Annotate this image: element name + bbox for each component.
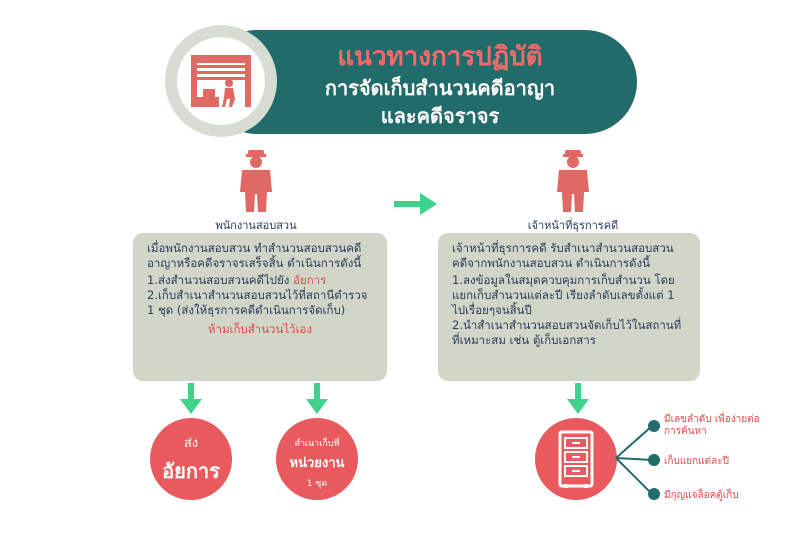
connector-dot: [648, 488, 660, 500]
clerk-figure-icon: [553, 148, 593, 218]
file-cabinet-icon: [558, 430, 594, 488]
page-subtitle-line1: การจัดเก็บสำนวนคดีอาญา: [324, 76, 556, 100]
clerk-step1: 1.ลงข้อมูลในสมุดควบคุมการเก็บสำนวน โดยแย…: [452, 273, 675, 317]
circle2-line2: หน่วยงาน: [289, 456, 345, 471]
clerk-step2: 2.นำสำเนาสำนวนสอบสวนจัดเก็บไว้ในสถานที่ท…: [452, 318, 682, 347]
clerk-intro: เจ้าหน้าที่ธุรการคดี รับสำเนาสำนวนสอบสวน…: [452, 241, 674, 270]
cabinet-feature-3: มีกุญแจล็อคตู้เก็บ: [664, 490, 739, 501]
investigator-intro: เมื่อพนักงานสอบสวน ทำสำนวนสอบสวนคดีอาญาห…: [147, 241, 362, 270]
investigator-step1: 1.ส่งสำนวนสอบสวนคดีไปยัง อัยการ: [147, 273, 373, 288]
cabinet-circle: [535, 418, 617, 500]
connector-dot: [648, 454, 660, 466]
cabinet-feature-1: มีเลขลำดับ เพื่อง่ายต่อการค้นหา: [664, 414, 760, 437]
connector-dot: [648, 420, 660, 432]
investigator-label: พนักงานสอบสวน: [215, 219, 297, 232]
arrow-down-icon: [305, 383, 329, 419]
circle2-line3: 1 ชุด: [306, 479, 328, 489]
circle2-line1: สำเนาเก็บที่: [294, 439, 340, 449]
step1-text: 1.ส่งสำนวนสอบสวนคดีไปยัง: [147, 273, 290, 287]
clerk-label: เจ้าหน้าที่ธุรการคดี: [527, 219, 619, 232]
copy-stored-circle: สำเนาเก็บที่ หน่วยงาน 1 ชุด: [276, 418, 358, 500]
cabinet-connectors: [615, 420, 660, 500]
header-banner: [205, 30, 637, 134]
send-prosecutor-circle: ส่ง อัยการ: [150, 418, 232, 500]
arrow-right-icon: [394, 192, 438, 220]
clerk-instructions-box: เจ้าหน้าที่ธุรการคดี รับสำเนาสำนวนสอบสวน…: [438, 233, 700, 381]
arrow-down-icon: [566, 383, 590, 419]
investigator-figure-icon: [236, 148, 276, 218]
page-subtitle-line2: และคดีจราจร: [380, 104, 500, 128]
warehouse-icon: [177, 37, 265, 125]
page-title: แนวทางการปฏิบัติ: [337, 42, 543, 72]
investigator-step2: 2.เก็บสำเนาสำนวนสอบสวนไว้ที่สถานีตำรวจ 1…: [147, 288, 368, 317]
warning-text: ห้ามเก็บสำนวนไว้เอง: [207, 322, 313, 336]
cabinet-feature-2: เก็บแยกแต่ละปี: [664, 456, 729, 467]
step1-highlight: อัยการ: [293, 273, 327, 287]
circle1-line2: อัยการ: [162, 459, 220, 483]
arrow-down-icon: [179, 383, 203, 419]
investigator-instructions-box: เมื่อพนักงานสอบสวน ทำสำนวนสอบสวนคดีอาญาห…: [133, 233, 387, 381]
circle1-line1: ส่ง: [183, 436, 199, 451]
